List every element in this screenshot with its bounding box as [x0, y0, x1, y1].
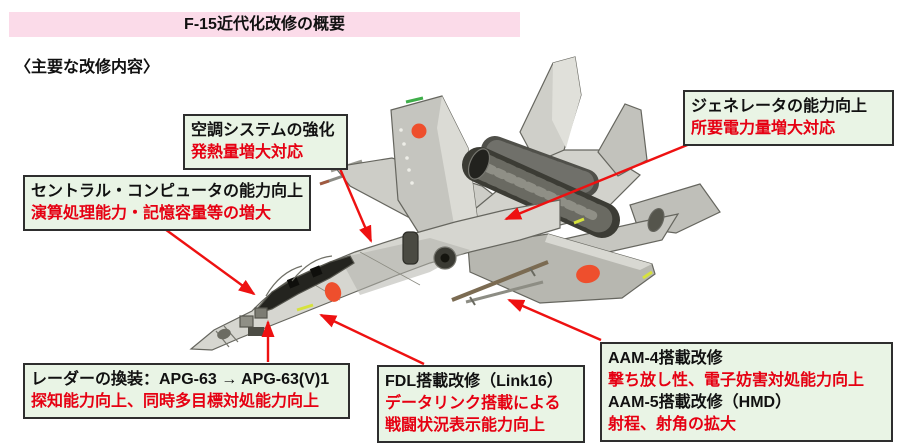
arrow-acs [336, 163, 373, 243]
callout-title: ジェネレータの能力向上 [691, 98, 868, 115]
page-title: F-15近代化改修の概要 [9, 12, 520, 37]
arrow-fdl [319, 313, 425, 366]
callout-benefit: 撃ち放し性、電子妨害対処能力向上 [608, 372, 865, 389]
section-heading: 〈主要な改修内容〉 [15, 59, 160, 76]
callout-title: AAM-4搭載改修 [608, 350, 723, 367]
cockpit [257, 255, 355, 313]
near-fin [519, 56, 582, 163]
airframe [189, 56, 721, 351]
roundel-wing [576, 264, 600, 284]
leader-arrows [157, 139, 698, 366]
callout-benefit: データリンク搭載による [385, 395, 561, 412]
wingtip-marking [642, 270, 653, 280]
callout-benefit: 探知能力向上、同時多目標対処能力向上 [31, 393, 320, 410]
callout-benefit: 戦闘状況表示能力向上 [385, 417, 546, 434]
callout-title: AAM-5搭載改修（HMD） [608, 394, 792, 411]
right-fin [597, 103, 648, 177]
right-wing [467, 233, 656, 304]
callout-aam: AAM-4搭載改修 撃ち放し性、電子妨害対処能力向上 AAM-5搭載改修（HMD… [600, 342, 893, 442]
engine [462, 136, 620, 238]
arrow-aam [507, 298, 602, 342]
arrow-generator [504, 139, 698, 221]
roundel-fin [411, 123, 427, 139]
callout-title: 空調システムの強化 [191, 122, 335, 139]
callout-generator: ジェネレータの能力向上 所要電力量増大対応 [683, 90, 894, 146]
underwing-missiles [451, 260, 549, 306]
callout-title: FDL搭載改修（Link16） [385, 373, 563, 390]
engine-nozzle [647, 207, 665, 233]
tail-marking [573, 217, 585, 225]
callout-central-computer: セントラル・コンピュータの能力向上 演算処理能力・記憶容量等の増大 [23, 175, 311, 231]
equipment-drum [402, 231, 419, 265]
nose-radome [215, 307, 268, 348]
arrow-computer [157, 223, 256, 296]
fin-formation-light [405, 96, 424, 104]
callout-benefit: 射程、射角の拡大 [608, 416, 737, 433]
callout-benefit: 演算処理能力・記憶容量等の増大 [31, 205, 272, 222]
callout-air-conditioning: 空調システムの強化 発熱量増大対応 [183, 114, 348, 170]
roundel-fuselage [324, 282, 342, 302]
callout-radar: レーダーの換装：APG-63 → APG-63(V)1 探知能力向上、同時多目標… [23, 363, 350, 419]
callout-fdl: FDL搭載改修（Link16） データリンク搭載による 戦闘状況表示能力向上 [377, 365, 585, 443]
callout-benefit: 所要電力量増大対応 [691, 120, 836, 137]
callout-title: セントラル・コンピュータの能力向上 [31, 183, 304, 200]
fuselage-marking [296, 303, 314, 312]
callout-title: レーダーの換装：APG-63 → APG-63(V)1 [31, 371, 330, 388]
far-fin [390, 95, 479, 255]
engine-fan-face [433, 246, 457, 270]
callout-benefit: 発熱量増大対応 [191, 144, 304, 161]
